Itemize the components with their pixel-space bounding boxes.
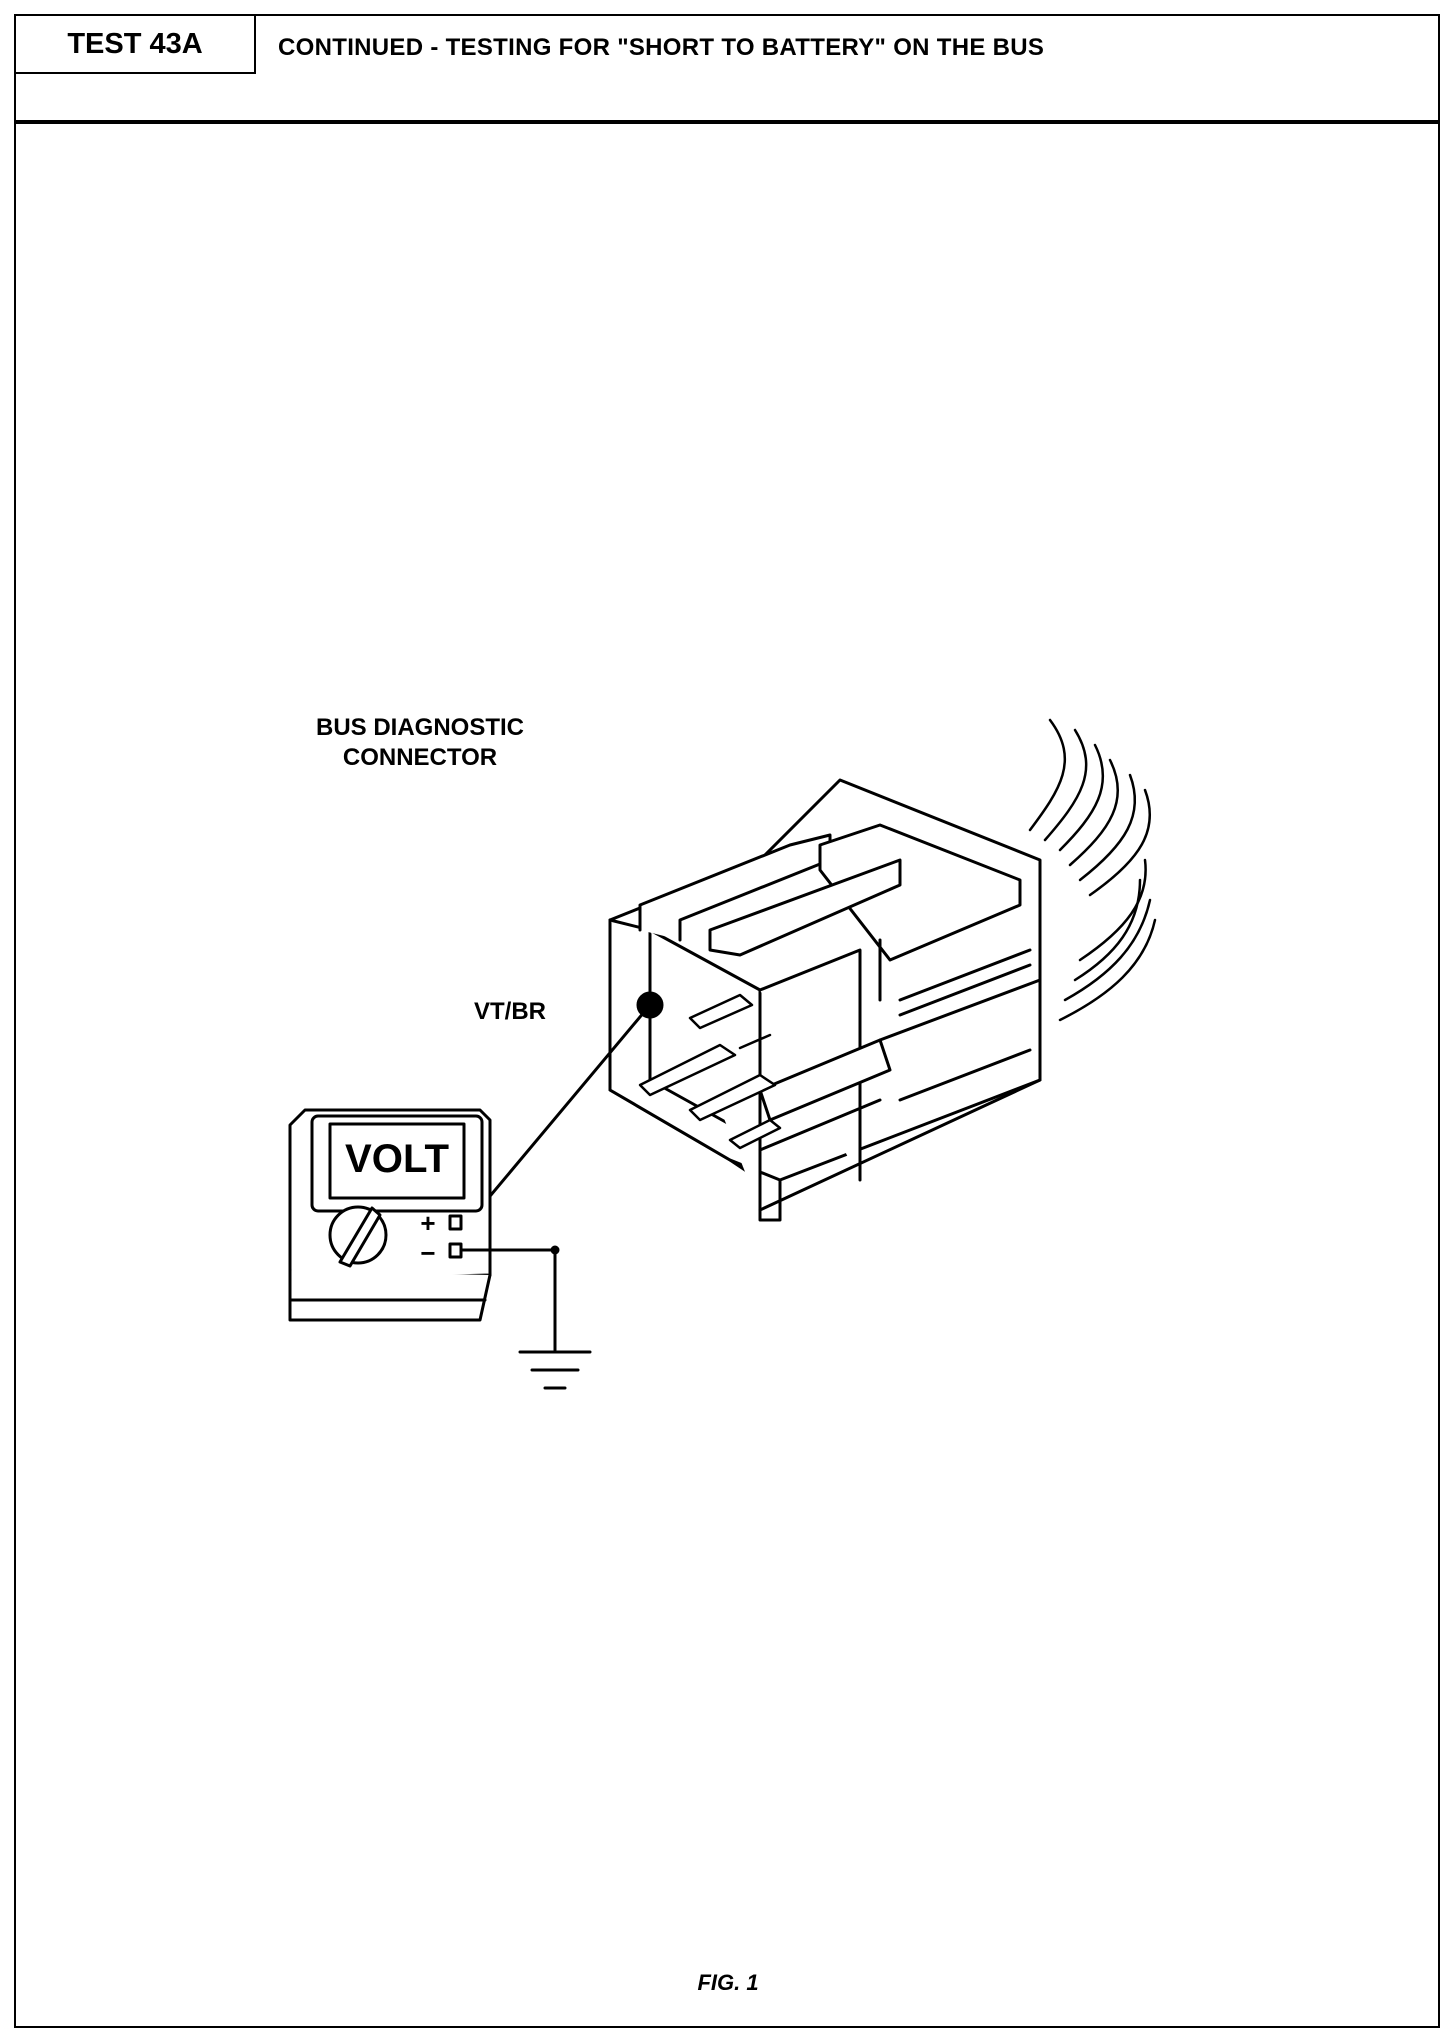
connector-label: BUS DIAGNOSTIC CONNECTOR [290, 713, 550, 773]
wire-bundle-icon [1028, 718, 1157, 1022]
figure-caption: FIG. 1 [697, 1970, 759, 1995]
ground-wire [459, 1245, 560, 1352]
connector-label-line2: CONNECTOR [342, 744, 498, 771]
meter-display-label: VOLT [345, 1137, 449, 1181]
header-bar: TEST 43A CONTINUED - TESTING FOR "SHORT … [16, 16, 1438, 124]
page-title: CONTINUED - TESTING FOR "SHORT TO BATTER… [278, 34, 1045, 61]
connector-label-line1: BUS DIAGNOSTIC [315, 714, 524, 741]
connector-icon [608, 778, 1042, 1222]
connector-pins [638, 993, 782, 1150]
probe-icon [468, 991, 664, 1222]
multimeter-icon [288, 1108, 492, 1322]
ground-symbol-icon [518, 1350, 592, 1390]
plus-terminal-label: + [420, 1208, 435, 1238]
wire-label: VT/BR [474, 998, 546, 1025]
page-frame: TEST 43A CONTINUED - TESTING FOR "SHORT … [14, 14, 1440, 2028]
minus-terminal-label: − [420, 1238, 435, 1268]
test-id: TEST 43A [16, 16, 256, 74]
